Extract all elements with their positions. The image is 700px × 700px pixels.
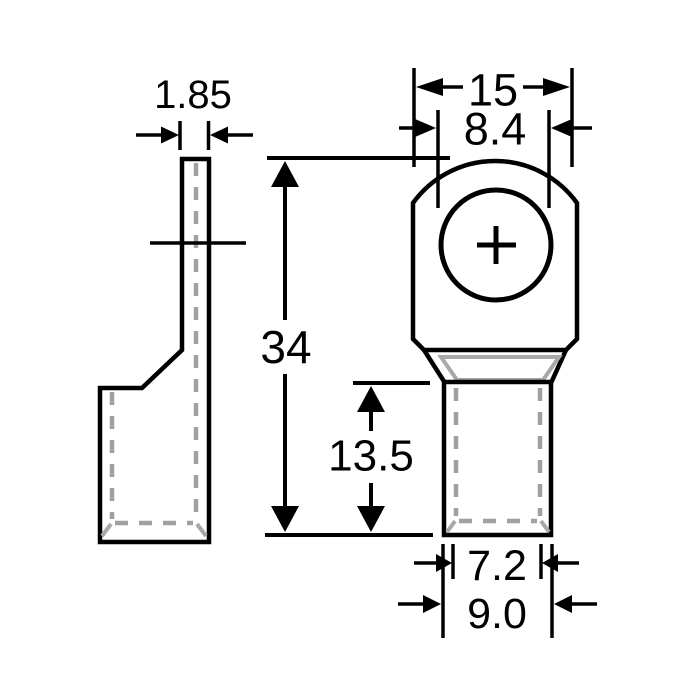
dim-barrel-length-label: 13.5	[328, 432, 414, 481]
hole-center-mark-icon	[477, 226, 516, 264]
stud-hole-circle	[438, 187, 554, 303]
dim-palm-width: 15	[412, 65, 574, 167]
dim-bore-width: 7.2	[414, 542, 579, 590]
side-view-outline	[97, 156, 212, 545]
barrel-bore-chamfer-left	[445, 519, 457, 534]
side-view: 1.85	[97, 73, 253, 545]
dim-thickness-label: 1.85	[154, 73, 232, 117]
barrel-bore-chamfer-right	[539, 519, 551, 534]
dim-thickness-arrowhead-right	[210, 126, 228, 144]
dim-barrel-width-label: 9.0	[467, 590, 527, 638]
barrel-outline	[441, 379, 554, 538]
dim-hole-diameter-arrowhead-left	[415, 119, 436, 137]
dim-hole-diameter-label: 8.4	[464, 104, 527, 155]
dim-palm-width-arrowhead-right	[543, 78, 570, 96]
palm-outline	[410, 158, 580, 353]
side-bore-chamfer-left	[100, 522, 113, 538]
dim-barrel-length-arrowhead-top	[357, 386, 385, 412]
dim-bore-width-arrowhead-right	[542, 554, 558, 572]
dim-thickness-arrowhead-left	[161, 126, 179, 144]
transition-right-edge	[548, 349, 569, 384]
dim-palm-width-label: 15	[468, 65, 518, 116]
front-view: 15 8.4 34 13.5	[260, 65, 597, 638]
dim-palm-width-arrowhead-left	[416, 78, 443, 96]
dim-overall-length: 34	[260, 156, 450, 537]
dim-bore-width-label: 7.2	[467, 542, 527, 590]
dim-barrel-width: 9.0	[398, 544, 597, 638]
dim-hole-diameter-arrowhead-right	[551, 119, 572, 137]
dim-overall-length-arrowhead-top	[271, 161, 299, 187]
dim-hole-diameter: 8.4	[399, 104, 592, 208]
dim-thickness: 1.85	[136, 73, 253, 150]
side-bore-chamfer-right	[195, 522, 208, 538]
dim-overall-length-arrowhead-bottom	[271, 506, 299, 532]
dim-barrel-width-arrowhead-left	[423, 595, 441, 613]
dim-barrel-length: 13.5	[328, 381, 430, 532]
braze-seam	[437, 355, 563, 382]
dim-barrel-width-arrowhead-right	[554, 595, 572, 613]
dim-barrel-length-arrowhead-bottom	[357, 506, 385, 532]
transition-left-edge	[422, 348, 447, 385]
dim-overall-length-label: 34	[260, 321, 311, 373]
